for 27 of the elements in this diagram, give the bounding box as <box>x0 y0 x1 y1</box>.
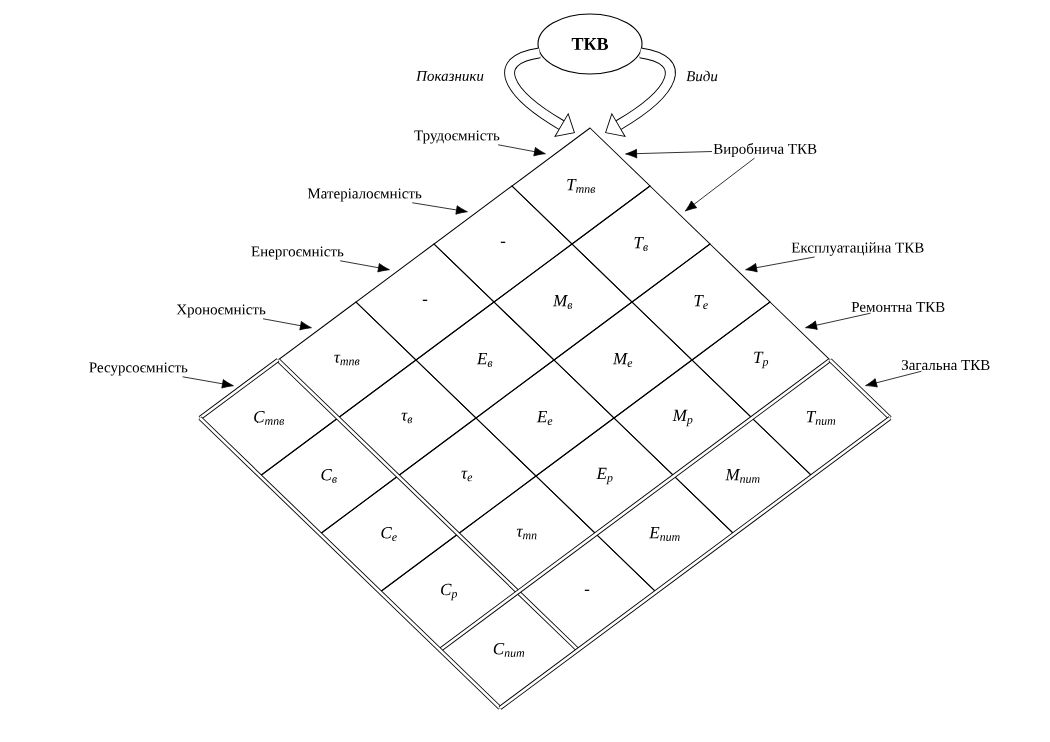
hollow-arrow <box>605 47 676 137</box>
row-label: Хроноємність <box>176 304 266 318</box>
row-label: Матеріалоємність <box>307 188 422 202</box>
arrow <box>865 370 922 388</box>
node-label: T$_{пит}$ <box>806 411 836 425</box>
row-label: Експлуатаційна ТКВ <box>791 242 924 256</box>
arrow <box>411 202 468 215</box>
row-label: Загальна ТКВ <box>901 359 990 371</box>
edge-label: Види <box>685 69 719 83</box>
row-label: Виробнича ТКВ <box>713 143 817 157</box>
row-label: Трудоємність <box>414 130 500 144</box>
arrow <box>805 312 871 330</box>
hollow-arrow <box>504 47 575 137</box>
node-label: C$_{пит}$ <box>493 643 525 657</box>
node-label: C$_{тпв}$ <box>254 411 285 425</box>
arrow <box>745 256 816 273</box>
arrow <box>497 144 546 157</box>
row-label: Ремонтна ТКВ <box>851 302 945 312</box>
arrow <box>339 260 390 273</box>
arrow <box>262 318 312 331</box>
arrow <box>684 157 755 212</box>
ellipse-node: ТКВ <box>537 13 643 75</box>
arrow <box>182 376 234 389</box>
edge-label: Показники <box>415 70 485 82</box>
row-label: Енергоємність <box>251 246 344 260</box>
row-label: Ресурсоємність <box>89 362 188 376</box>
arrow <box>625 148 713 159</box>
